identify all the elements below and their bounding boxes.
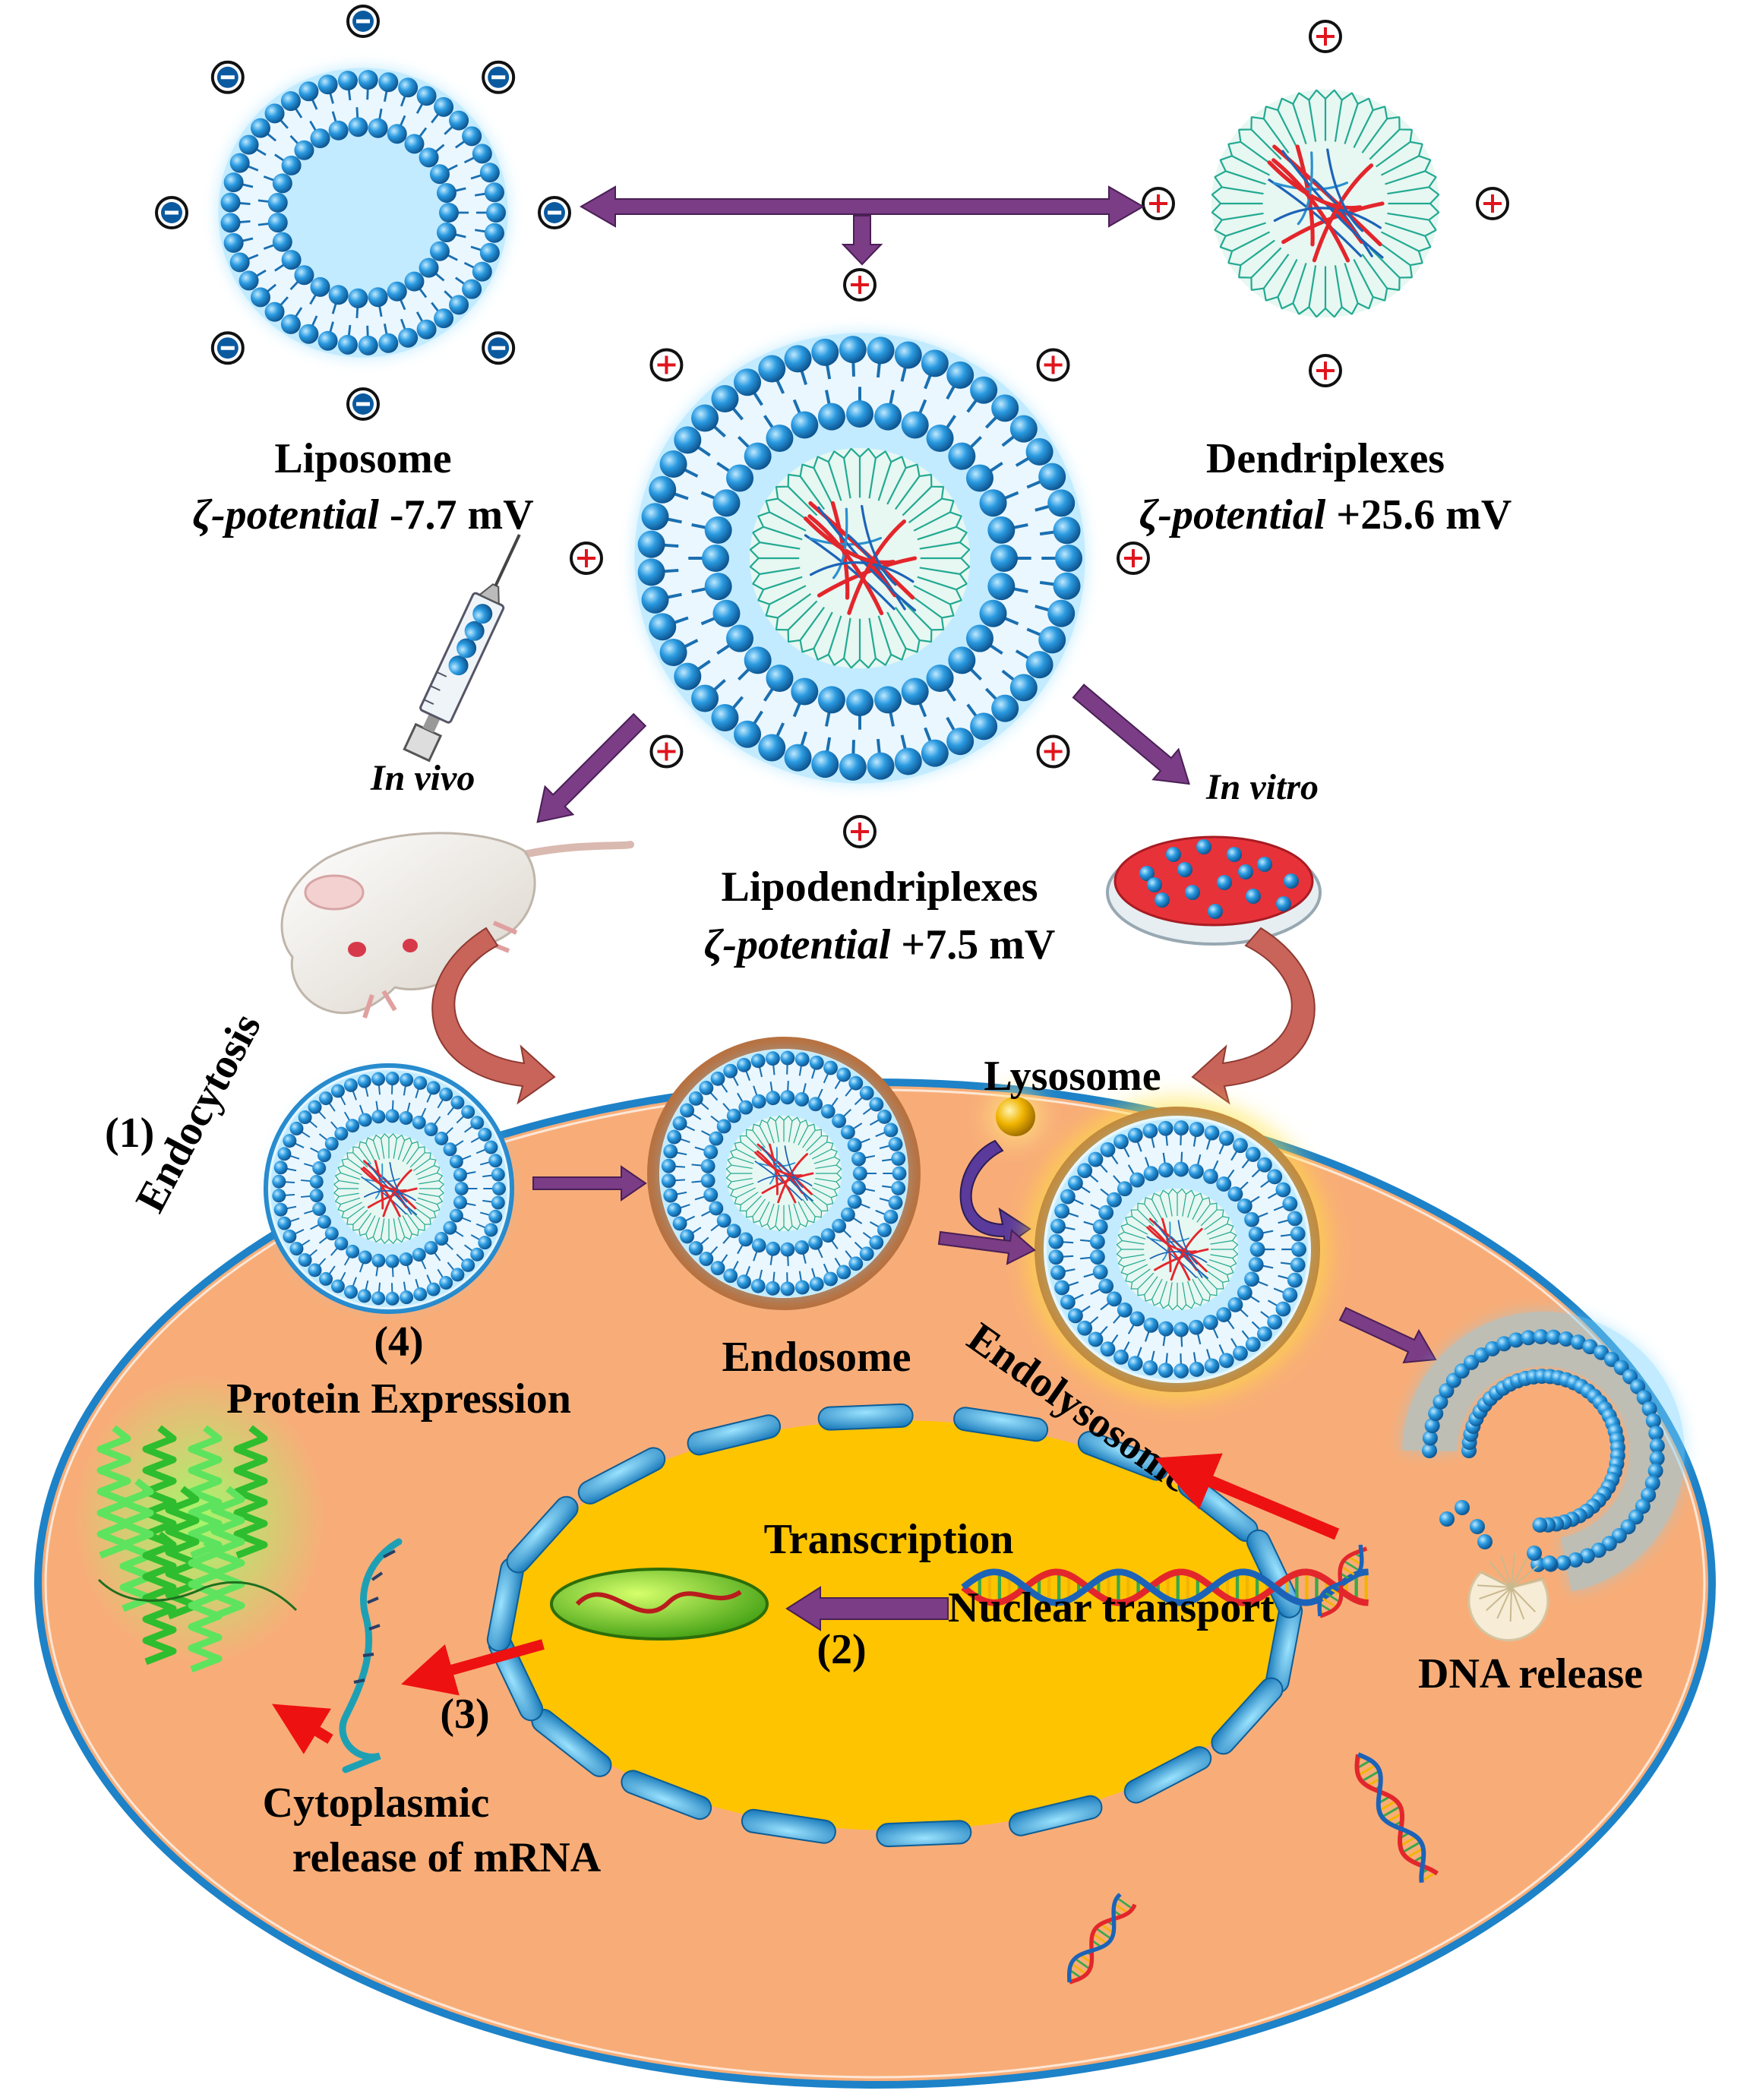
in-vivo-label: In vivo bbox=[370, 758, 475, 798]
dendriplex-icon bbox=[1211, 89, 1440, 318]
combine-arrow bbox=[580, 185, 1145, 266]
negative-charge-icon bbox=[346, 5, 380, 38]
lipodendriplex: Lipodendriplexes ζ-potential +7.5 mV bbox=[570, 268, 1150, 968]
positive-charge-icon bbox=[649, 348, 684, 382]
positive-charge-icon bbox=[1036, 348, 1070, 382]
nuclear-transport-label: Nuclear transport bbox=[948, 1584, 1275, 1631]
endosome-vesicle bbox=[647, 1037, 921, 1310]
lipodendriplex-icon bbox=[634, 333, 1085, 784]
positive-charge-icon bbox=[843, 268, 877, 302]
syringe-icon bbox=[403, 534, 521, 763]
endosome-label: Endosome bbox=[722, 1334, 911, 1381]
lysosome-label: Lysosome bbox=[984, 1053, 1161, 1100]
positive-charge-icon bbox=[649, 734, 684, 769]
lipodendriplex-zeta: ζ-potential +7.5 mV bbox=[704, 921, 1056, 968]
cytoplasmic-release-line1: Cytoplasmic bbox=[263, 1779, 490, 1827]
lipodendriplex-charges bbox=[570, 268, 1150, 848]
mrna-export-arrow bbox=[401, 1639, 545, 1696]
step-4-number: (4) bbox=[374, 1318, 423, 1366]
negative-charge-icon bbox=[155, 196, 188, 229]
released-dendrimer bbox=[1467, 1553, 1549, 1642]
negative-charge-icon bbox=[210, 60, 245, 94]
mrna-strand-icon bbox=[339, 1538, 403, 1773]
mrna-capsule bbox=[550, 1568, 769, 1641]
lysosome-icon bbox=[987, 1088, 1044, 1145]
entry-arrows bbox=[431, 927, 1316, 1105]
endocytosis-vesicle bbox=[264, 1063, 514, 1314]
in-vitro-label: In vitro bbox=[1205, 767, 1319, 807]
liposome-vesicle-icon bbox=[218, 68, 508, 358]
ruptured-vesicle bbox=[1402, 1312, 1685, 1592]
positive-charge-icon bbox=[570, 542, 603, 575]
positive-charge-icon bbox=[843, 815, 877, 848]
dna-helix-icon bbox=[1354, 1752, 1439, 1884]
route-arrows bbox=[536, 684, 1190, 823]
pathway-arrows bbox=[532, 1165, 1437, 1364]
dna-release-label: DNA release bbox=[1418, 1650, 1643, 1697]
nuclear-transport-arrow bbox=[1155, 1453, 1340, 1540]
step-2-number: (2) bbox=[817, 1626, 866, 1673]
nucleus-body bbox=[507, 1420, 1282, 1830]
petri-dish-icon bbox=[1106, 835, 1322, 946]
endolysosome-vesicle bbox=[1025, 1097, 1329, 1401]
negative-charge-icon bbox=[482, 331, 516, 365]
dna-helix-icon bbox=[1317, 1544, 1368, 1618]
step-3-number: (3) bbox=[440, 1691, 489, 1738]
negative-charge-icon bbox=[482, 60, 516, 94]
dna-helix-group bbox=[961, 1544, 1439, 1985]
step-1-number: (1) bbox=[105, 1110, 154, 1157]
transcription-label: Transcription bbox=[764, 1516, 1014, 1563]
transcription-arrow bbox=[785, 1586, 949, 1631]
dendriplex-zeta: ζ-potential +25.6 mV bbox=[1139, 491, 1512, 538]
cytoplasmic-release-line2: release of mRNA bbox=[292, 1834, 602, 1881]
lipodendriplex-label: Lipodendriplexes bbox=[722, 864, 1038, 911]
dna-helix-icon bbox=[1066, 1893, 1137, 1985]
translation-arrow bbox=[272, 1704, 333, 1754]
liposome-label: Liposome bbox=[274, 435, 451, 482]
negative-charge-icon bbox=[210, 331, 245, 365]
positive-charge-icon bbox=[1036, 734, 1070, 769]
negative-charge-icon bbox=[538, 196, 571, 229]
dendriplex-charges bbox=[1142, 20, 1509, 387]
positive-charge-icon bbox=[1476, 187, 1509, 220]
positive-charge-icon bbox=[1309, 354, 1342, 387]
protein-expression-label: Protein Expression bbox=[226, 1375, 571, 1423]
positive-charge-icon bbox=[1117, 542, 1150, 575]
mouse-icon bbox=[280, 832, 634, 1018]
positive-charge-icon bbox=[1142, 187, 1175, 220]
protein-helix-icon bbox=[74, 1375, 324, 1673]
negative-charge-icon bbox=[346, 387, 380, 421]
liposome-zeta: ζ-potential -7.7 mV bbox=[192, 491, 533, 538]
liposome: Liposome ζ-potential -7.7 mV bbox=[155, 5, 571, 538]
dendriplex: Dendriplexes ζ-potential +25.6 mV bbox=[1139, 20, 1512, 538]
dendriplex-label: Dendriplexes bbox=[1206, 435, 1445, 482]
positive-charge-icon bbox=[1309, 20, 1342, 53]
liposome-charges bbox=[155, 5, 571, 421]
